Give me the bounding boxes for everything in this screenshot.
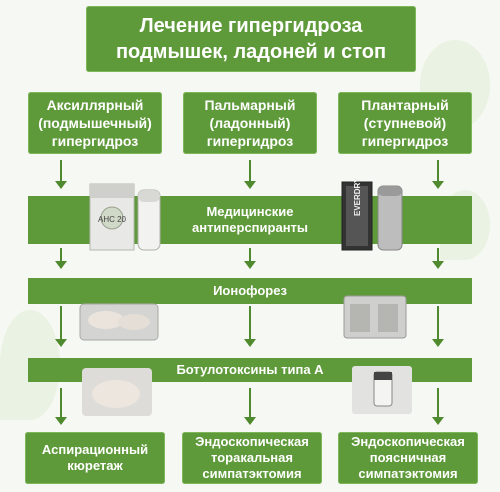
band-botulinum-label: Ботулотоксины типа А — [176, 362, 324, 377]
arrow-down-icon — [55, 160, 67, 189]
arrow-down-icon — [55, 388, 67, 425]
arrow-down-icon — [244, 160, 256, 189]
result-aspiration-curettage-label: Аспирационный кюретаж — [41, 442, 149, 473]
iontophoresis-feet-image — [343, 295, 407, 339]
category-plantar-label: Плантарный (ступневой) гипергидроз — [361, 97, 449, 149]
result-aspiration-curettage: Аспирационный кюретаж — [25, 432, 165, 484]
category-axillary: Аксиллярный (подмышечный) гипергидроз — [28, 92, 162, 154]
arrow-down-icon — [432, 388, 444, 425]
everdry-product-image: EVERDRY — [341, 178, 403, 251]
arrow-down-icon — [244, 306, 256, 347]
botox-vial-image — [352, 366, 412, 414]
result-lumbar-sympathectomy-label: Эндоскопическая поясничная симпатэктомия — [351, 434, 465, 481]
band-antiperspirants-label: Медицинские антиперспиранты — [191, 204, 309, 235]
arrow-down-icon — [55, 306, 67, 347]
arrow-down-icon — [244, 388, 256, 425]
product-right-label: EVERDRY — [353, 178, 362, 216]
result-thoracic-sympathectomy: Эндоскопическая торакальная симпатэктоми… — [182, 432, 322, 484]
category-plantar: Плантарный (ступневой) гипергидроз — [338, 92, 472, 154]
category-axillary-label: Аксиллярный (подмышечный) гипергидроз — [38, 97, 152, 149]
product-left-label: AHC 20 — [98, 215, 127, 224]
category-palmar: Пальмарный (ладонный) гипергидроз — [183, 92, 317, 154]
antiperspirant-product-image: AHC 20 — [89, 183, 161, 251]
diagram-title-text: Лечение гипергидроза подмышек, ладоней и… — [115, 15, 387, 63]
arrow-down-icon — [432, 160, 444, 189]
category-palmar-label: Пальмарный (ладонный) гипергидроз — [204, 97, 296, 149]
arrow-down-icon — [432, 306, 444, 347]
result-thoracic-sympathectomy-label: Эндоскопическая торакальная симпатэктоми… — [195, 434, 309, 481]
arrow-down-icon — [432, 248, 444, 269]
diagram-title: Лечение гипергидроза подмышек, ладоней и… — [86, 6, 416, 72]
band-iontophoresis-label: Ионофорез — [213, 283, 287, 298]
arrow-down-icon — [55, 248, 67, 269]
arrow-down-icon — [244, 248, 256, 269]
iontophoresis-hands-image — [79, 303, 159, 341]
result-lumbar-sympathectomy: Эндоскопическая поясничная симпатэктомия — [338, 432, 478, 484]
injection-armpit-image — [82, 368, 152, 416]
